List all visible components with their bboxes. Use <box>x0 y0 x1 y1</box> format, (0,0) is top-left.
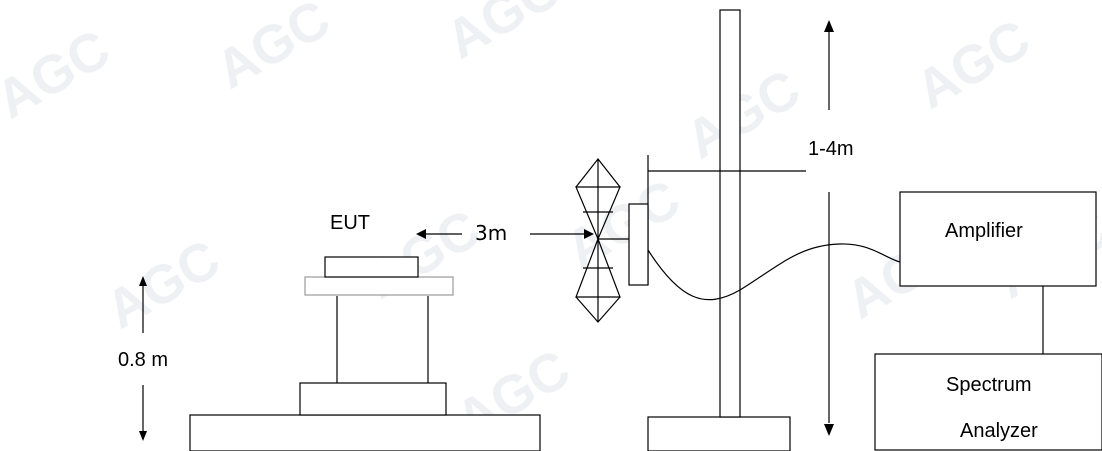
arrow-down-icon <box>824 424 834 436</box>
antenna-height-indicator <box>824 20 834 436</box>
biconical-antenna-icon <box>575 158 649 323</box>
ground-plate <box>189 414 541 451</box>
arrow-down-icon <box>139 431 147 441</box>
watermark-text: AGC <box>556 168 690 280</box>
antenna-mast <box>647 9 806 451</box>
mast-base <box>647 416 791 451</box>
watermark-text: AGC <box>906 8 1040 120</box>
table-height-label: 0.8 m <box>118 349 168 371</box>
antenna-lower-tip <box>575 296 621 323</box>
distance-indicator <box>416 229 594 239</box>
table-height-indicator <box>139 276 147 441</box>
antenna-upper-tip <box>575 158 621 188</box>
arrow-left-icon <box>416 229 426 239</box>
spectrum-analyzer-box <box>874 353 1102 451</box>
watermark-text: AGC <box>436 0 570 70</box>
table-top <box>304 276 454 296</box>
watermark-text: AGC <box>206 0 340 100</box>
arrow-right-icon <box>584 229 594 239</box>
antenna-height-label: 1-4m <box>808 138 854 160</box>
test-table <box>189 256 541 451</box>
arrow-up-icon <box>139 276 147 286</box>
arrow-up-icon <box>824 20 834 32</box>
eut-device <box>324 256 419 278</box>
distance-label: 3m <box>475 221 507 245</box>
spectrum-analyzer <box>874 353 1102 451</box>
spectrum-analyzer-label-line1: Spectrum <box>946 374 1032 396</box>
antenna-cable <box>647 243 901 301</box>
eut-label: EUT <box>330 212 370 234</box>
mast-pole <box>719 9 741 418</box>
watermark-text: AGC <box>0 18 120 130</box>
watermark-text: AGC <box>96 228 230 340</box>
amplifier <box>899 191 1097 287</box>
amplifier-label: Amplifier <box>945 220 1023 242</box>
antenna-holder <box>628 203 649 286</box>
spectrum-analyzer-label-line2: Analyzer <box>960 420 1038 442</box>
table-base <box>299 382 447 416</box>
amplifier-box <box>899 191 1097 287</box>
watermark-text: AGC <box>676 58 810 170</box>
